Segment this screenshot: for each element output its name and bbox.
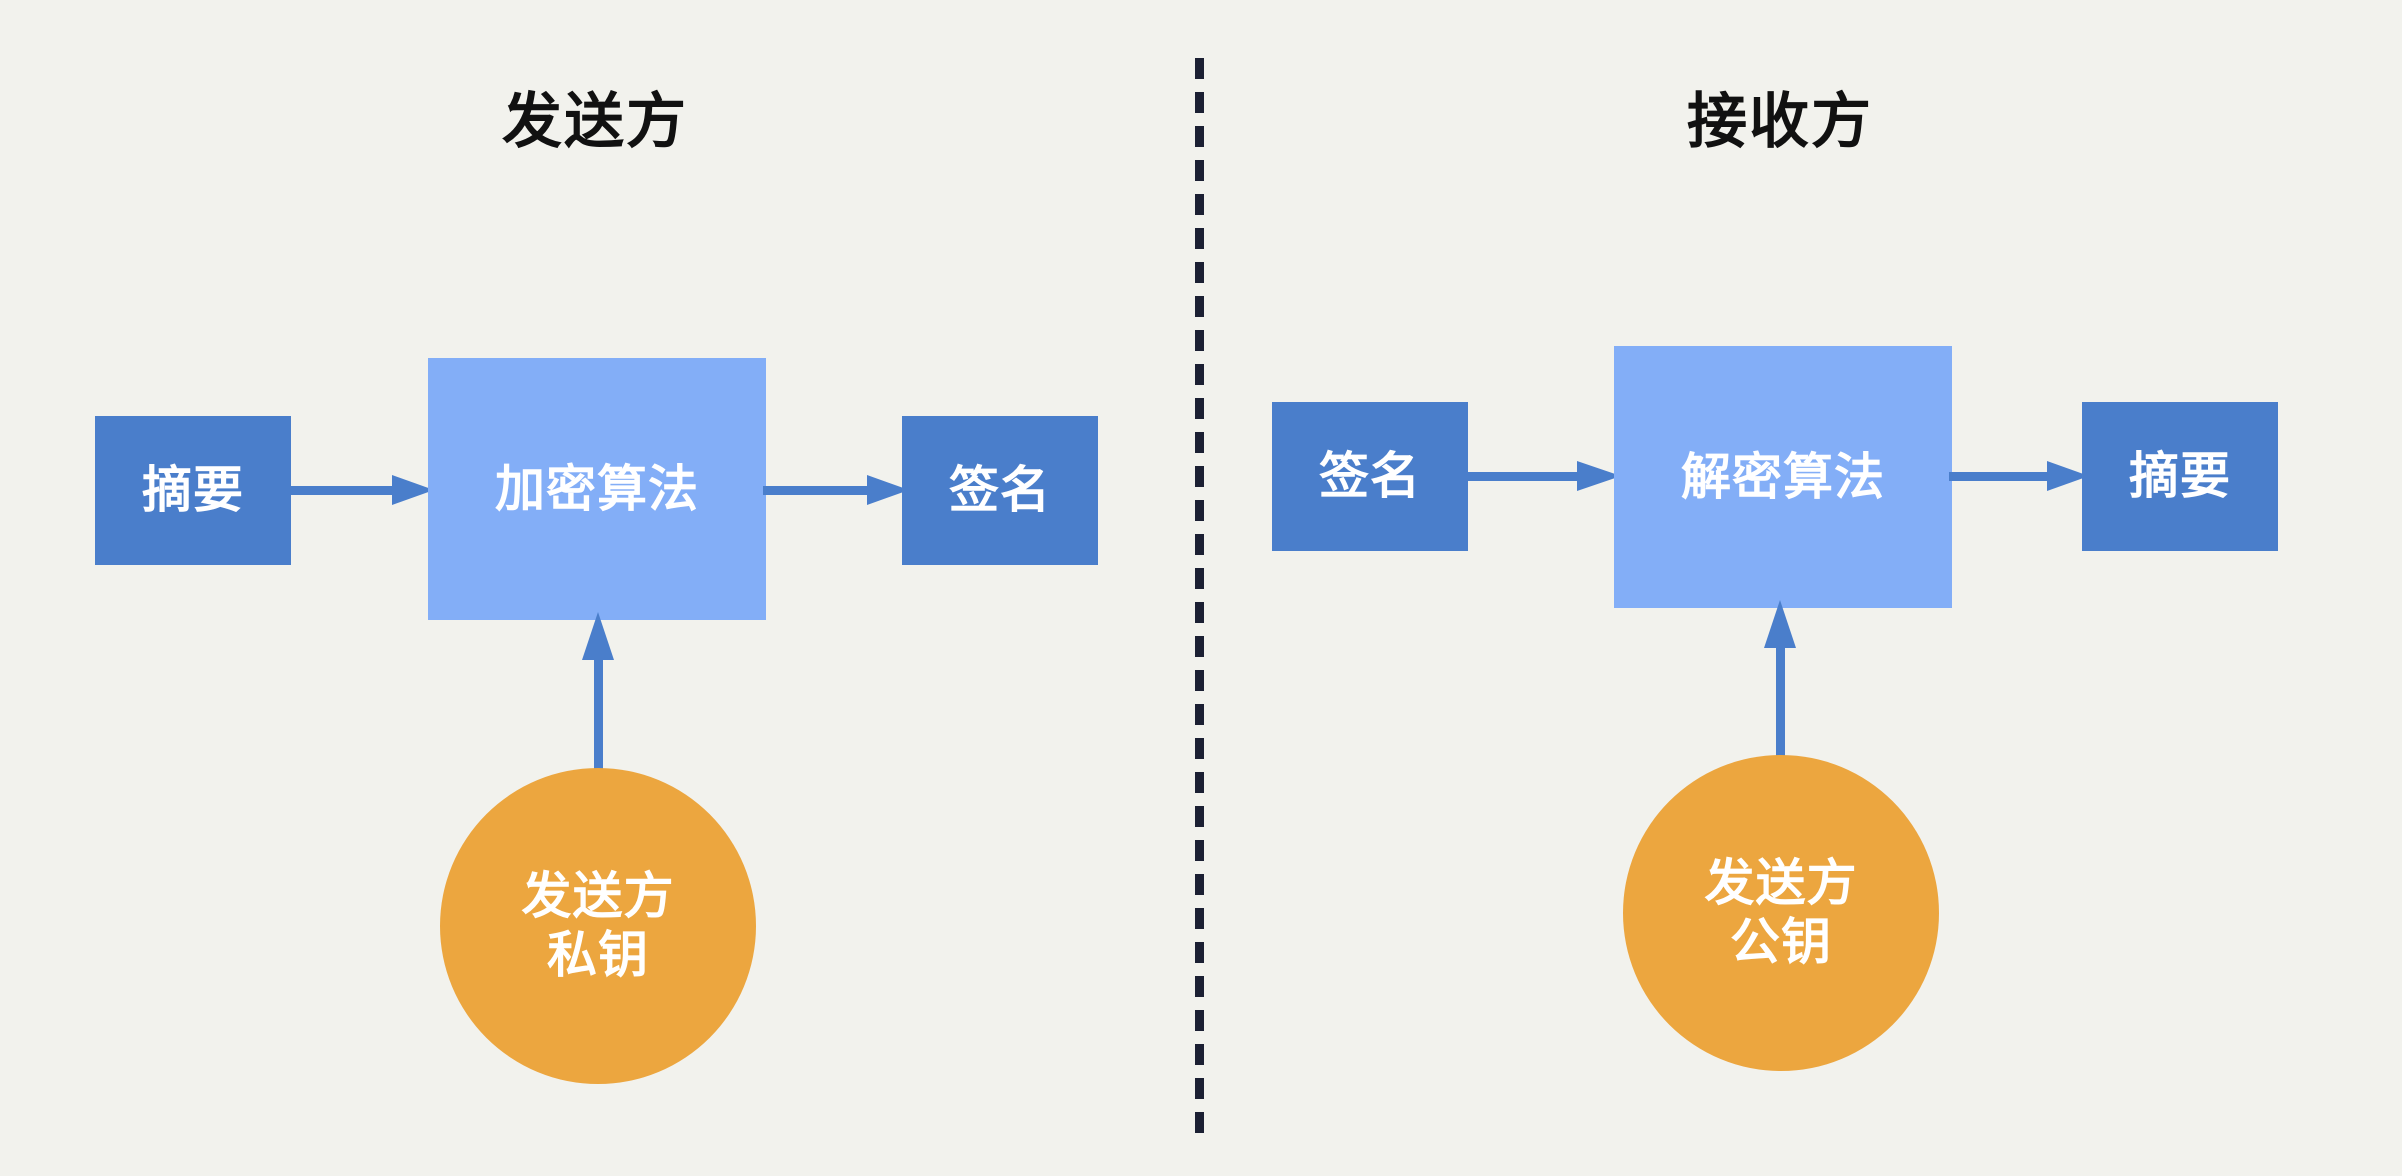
arrow-digest-to-encrypt xyxy=(288,475,434,505)
vertical-dashed-divider xyxy=(1195,58,1204,1144)
node-digest-receiver[interactable]: 摘要 xyxy=(2082,402,2278,551)
arrow-signature-to-decrypt xyxy=(1465,461,1621,491)
public-key-label-line2: 公钥 xyxy=(1730,914,1832,970)
node-digest-sender[interactable]: 摘要 xyxy=(95,416,291,565)
public-key-label-line1: 发送方 xyxy=(1704,855,1858,911)
node-decrypt-algorithm[interactable]: 解密算法 xyxy=(1614,346,1952,608)
node-signature-sender[interactable]: 签名 xyxy=(902,416,1098,565)
private-key-label-line1: 发送方 xyxy=(521,868,675,924)
node-sender-public-key[interactable]: 发送方 公钥 xyxy=(1623,755,1939,1071)
node-sender-private-key[interactable]: 发送方 私钥 xyxy=(440,768,756,1084)
arrow-private-key-to-encrypt xyxy=(582,612,614,777)
arrow-public-key-to-decrypt xyxy=(1764,600,1796,762)
arrow-encrypt-to-signature xyxy=(763,475,909,505)
panel-title-sender: 发送方 xyxy=(502,88,688,155)
node-encrypt-algorithm[interactable]: 加密算法 xyxy=(428,358,766,620)
private-key-label-line2: 私钥 xyxy=(547,927,649,983)
panel-title-receiver: 接收方 xyxy=(1687,88,1873,155)
arrow-decrypt-to-digest xyxy=(1949,461,2089,491)
node-signature-receiver[interactable]: 签名 xyxy=(1272,402,1468,551)
